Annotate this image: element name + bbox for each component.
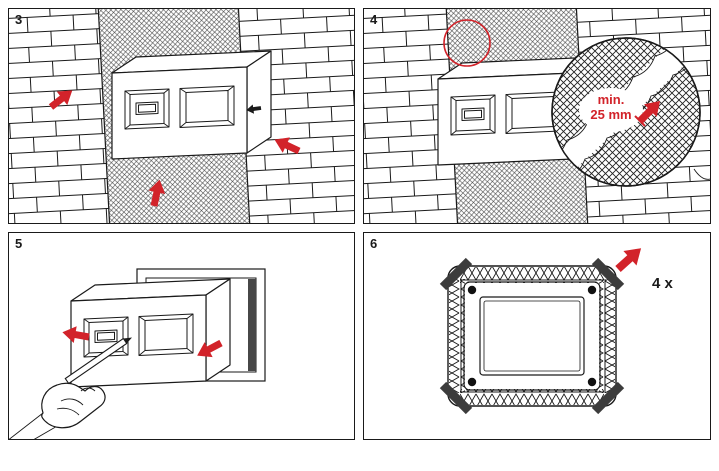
direction-arrow-icon: [197, 339, 223, 358]
step-3-illustration: [9, 9, 354, 223]
direction-arrow-icon: [615, 248, 642, 272]
corner-protector: [591, 257, 625, 291]
direction-arrow-icon: [274, 137, 301, 155]
screw-icon: [587, 285, 597, 295]
step-panel-4: 4 min. 25 mm: [363, 8, 711, 224]
frame-serration-top: [460, 267, 604, 283]
screw-icon: [467, 285, 477, 295]
corner-protector: [591, 381, 625, 415]
step-number: 4: [370, 12, 378, 27]
step-4-illustration: [364, 9, 710, 223]
corner-protector: [439, 381, 473, 415]
direction-arrow-icon: [62, 326, 90, 343]
step-number: 3: [15, 12, 23, 27]
hand: [41, 382, 106, 429]
step-panel-6: 6 4 x: [363, 232, 711, 440]
frame-opening: [479, 296, 585, 376]
step-5-illustration: [9, 268, 266, 439]
measure-arrow-icon: [634, 100, 661, 127]
zoom-detail-circle: [551, 37, 701, 187]
direction-arrow-icon: [148, 179, 166, 207]
frame-serration-right: [599, 279, 615, 393]
min-distance-label: min. 25 mm: [582, 92, 640, 123]
step-panel-5: 5: [8, 232, 355, 440]
marker-tool: [64, 337, 128, 385]
direction-arrow-icon: [48, 90, 73, 110]
wall-edge-line: [693, 168, 710, 180]
min-distance-line1: min.: [597, 92, 625, 107]
corner-protector: [439, 257, 473, 291]
mounting-frame: [439, 257, 625, 415]
quantity-label: 4 x: [652, 275, 673, 292]
step-number: 5: [15, 236, 23, 251]
screw-icon: [467, 377, 477, 387]
insert-arrow-icon: [246, 104, 262, 114]
highlight-circle: [443, 19, 491, 67]
frame-serration-left: [449, 279, 465, 393]
hand-with-tool: [9, 337, 132, 439]
step-number: 6: [370, 236, 378, 251]
tool-tip: [123, 337, 132, 344]
flush-mount-box: [70, 278, 231, 388]
step-panel-3: 3: [8, 8, 355, 224]
step-6-illustration: [439, 248, 642, 415]
plaster-patch: [579, 88, 643, 132]
flush-mount-box: [111, 50, 272, 160]
min-distance-line2: 25 mm: [590, 106, 632, 122]
screw-icon: [587, 377, 597, 387]
frame-serration-bottom: [460, 389, 604, 405]
